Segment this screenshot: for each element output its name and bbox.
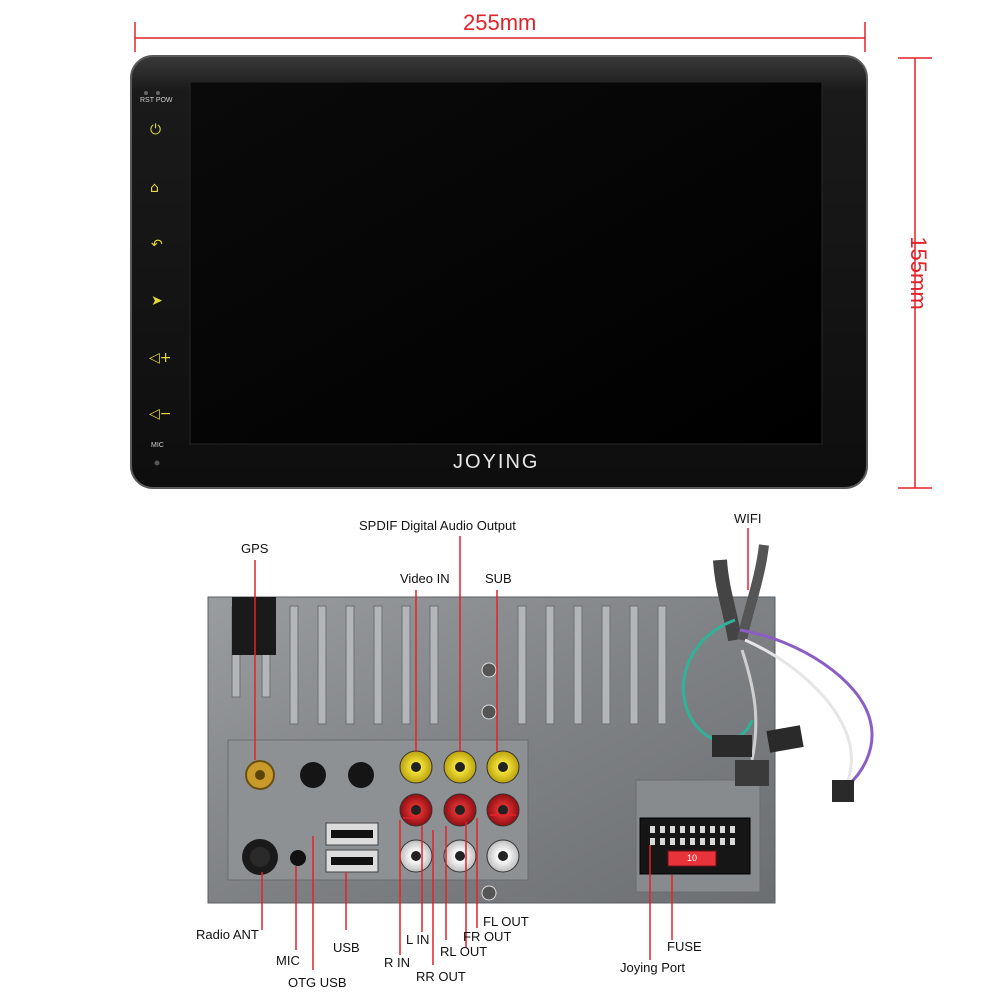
width-label: 255mm [463,10,537,35]
fr-out-label: FR OUT [463,929,512,944]
fuse-label: FUSE [667,939,702,954]
mic-label: MIC [151,442,164,449]
rl-out-label: RL OUT [440,944,488,959]
usb-label: USB [333,940,360,955]
gps-label: GPS [241,541,269,556]
screen [189,81,823,445]
wifi-label: WIFI [734,511,762,526]
radio-ant-label: Radio ANT [196,927,259,942]
navigation-icon[interactable]: ➤ [151,293,163,309]
volume-up-icon[interactable]: ◁+ [149,350,172,366]
joying-port-label: Joying Port [620,960,686,975]
rr-out-label: RR OUT [416,969,466,984]
brand-logo: JOYING [453,451,540,473]
fuse [667,850,717,867]
power-icon[interactable]: ⏻ [150,122,162,138]
fuse-value: 10 [687,853,698,863]
mic-connector-label: MIC [276,953,300,968]
l-in-label: L IN [406,932,430,947]
fl-out-label: FL OUT [483,914,529,929]
sub-label: SUB [485,571,512,586]
rst-pow-label: RST POW [140,97,173,104]
back-icon[interactable]: ↶ [151,237,163,253]
r-in-label: R IN [384,955,410,970]
home-icon[interactable]: ⌂ [150,180,159,196]
volume-down-icon[interactable]: ◁− [149,406,172,422]
spdif-label: SPDIF Digital Audio Output [359,518,516,533]
video-in-label: Video IN [400,571,450,586]
otg-usb-label: OTG USB [288,975,347,990]
head-unit [130,55,868,489]
